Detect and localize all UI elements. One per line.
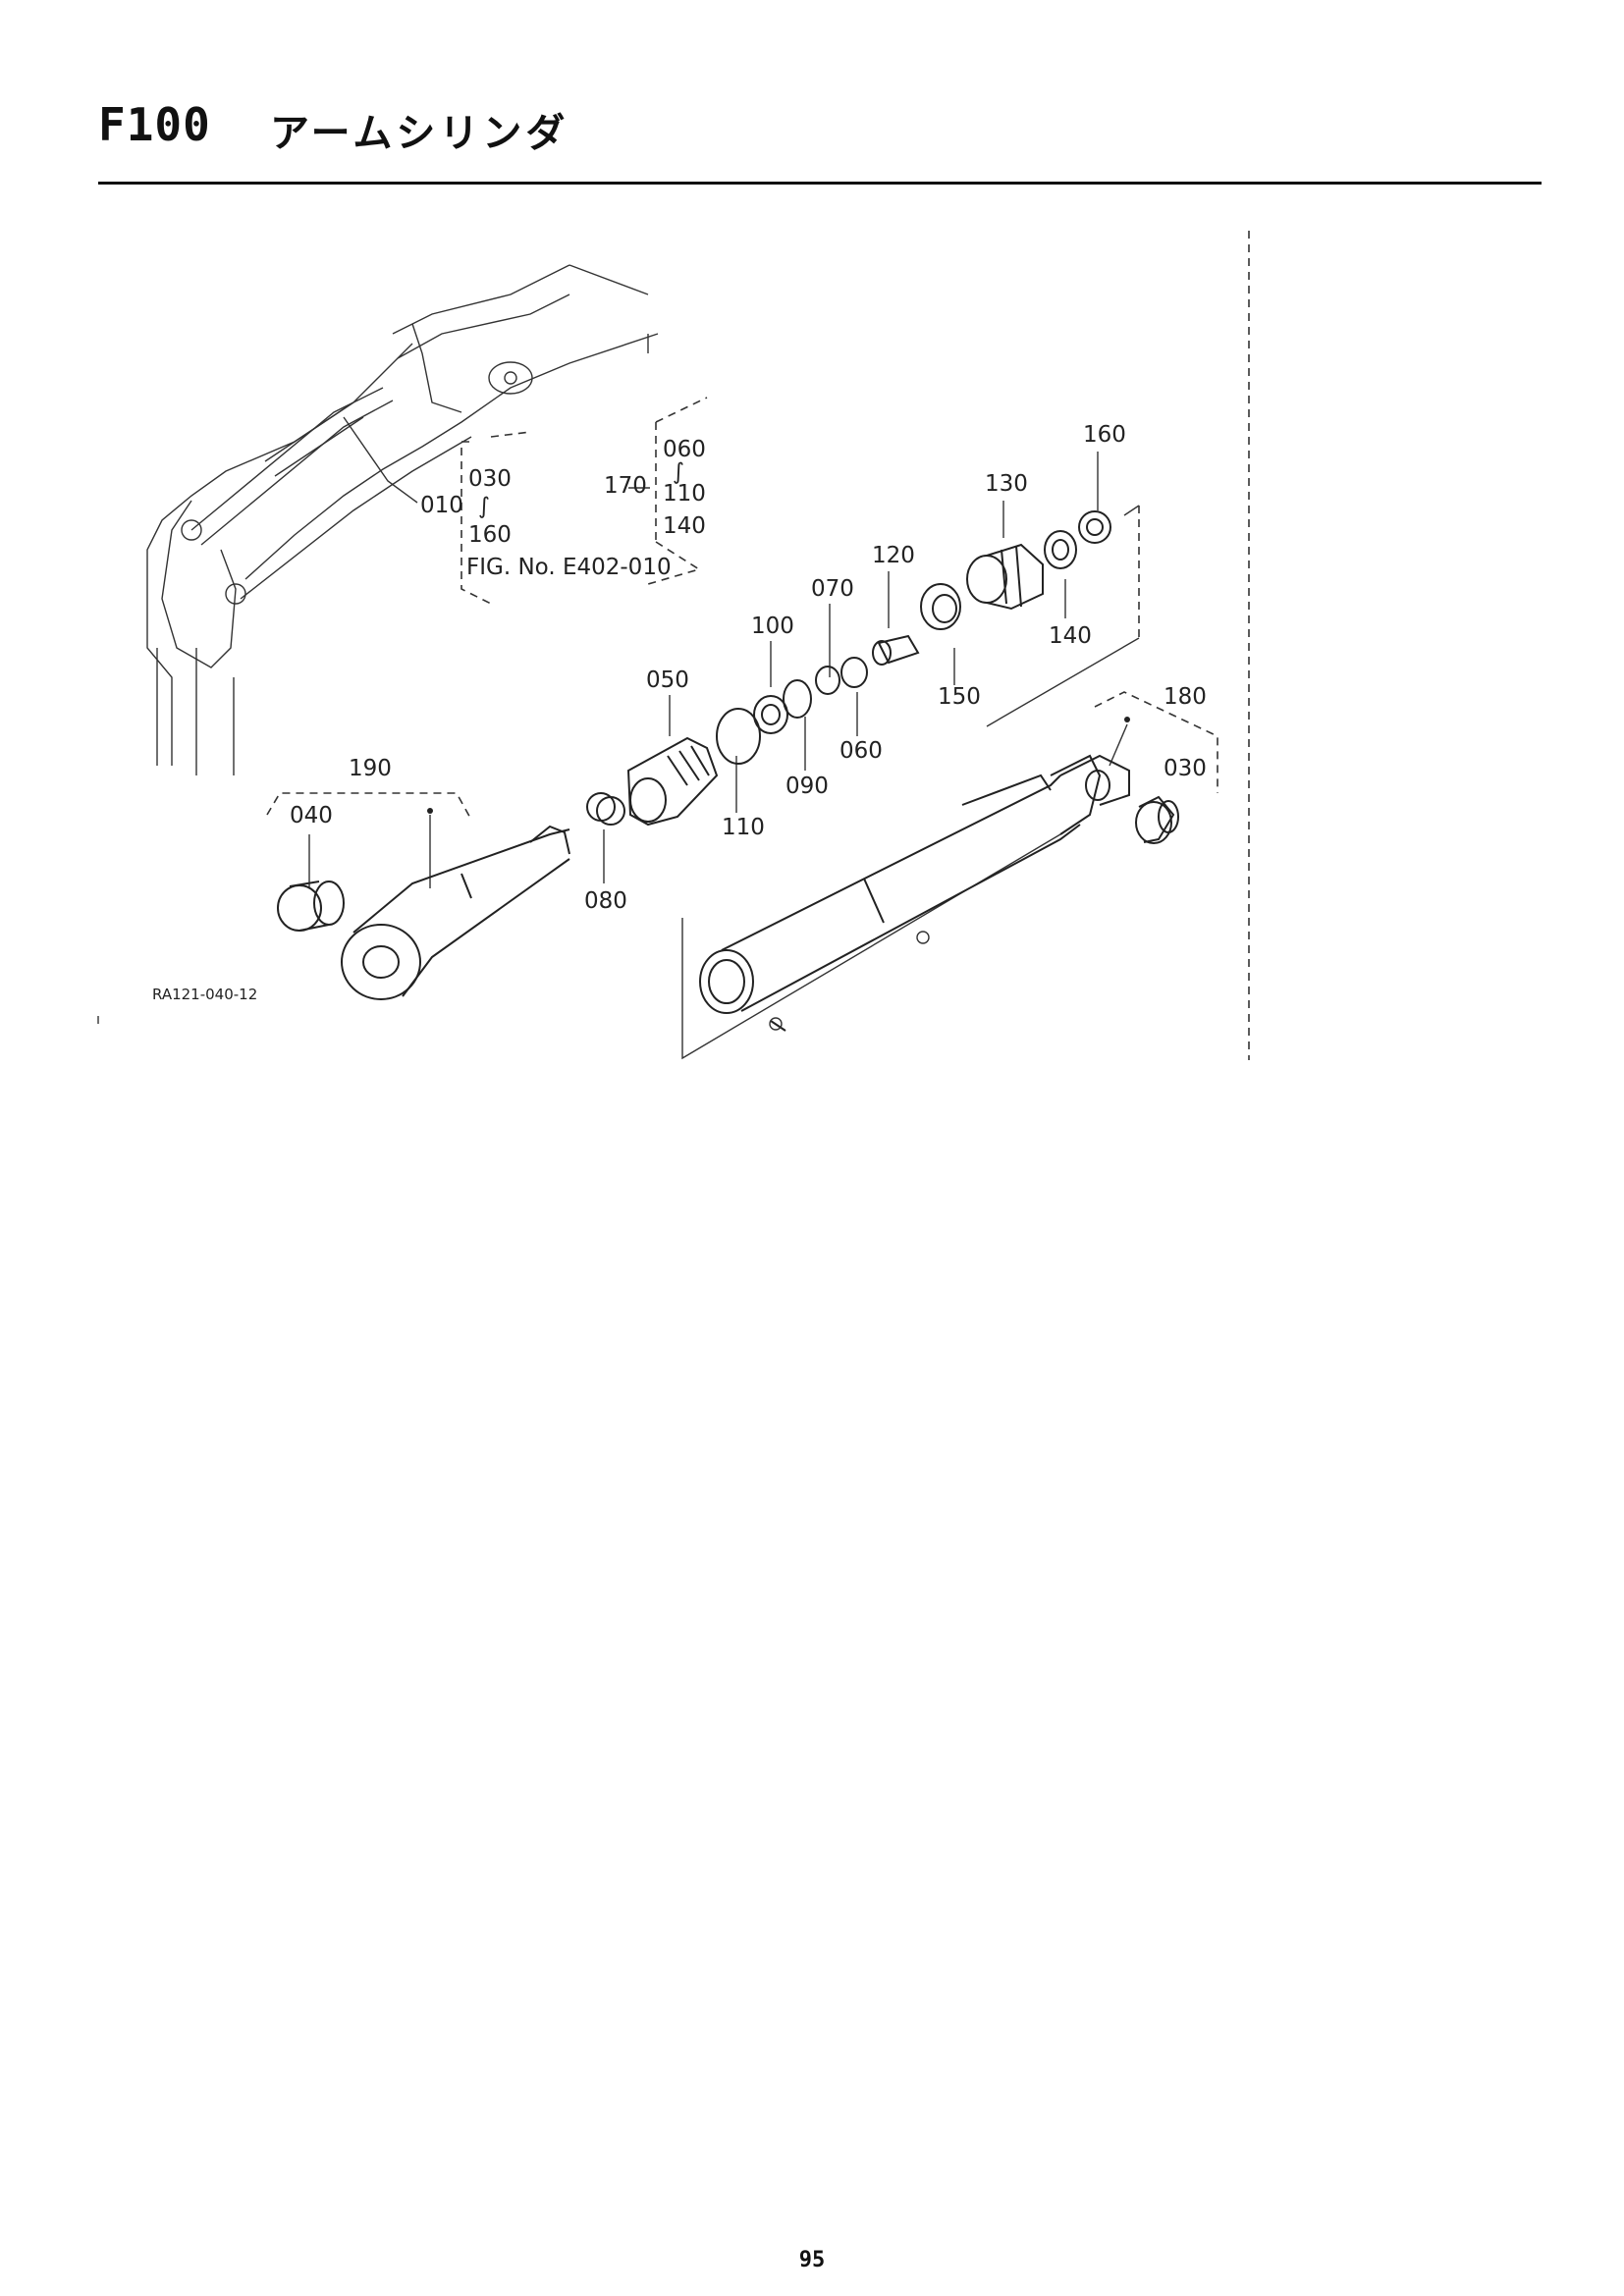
label-180: 180 — [1164, 684, 1207, 710]
label-170: 170 — [604, 473, 647, 499]
label-160: 160 — [1083, 422, 1126, 448]
ring-150 — [920, 583, 961, 630]
ring-100 — [753, 695, 788, 734]
label-140: 140 — [1049, 623, 1092, 649]
label-030: 030 — [1164, 756, 1207, 781]
label-160: 160 — [468, 522, 512, 548]
sleeve-120 — [872, 634, 920, 666]
page-header: F100 アームシリンダ — [98, 93, 1542, 184]
label-060: 060 — [839, 738, 883, 764]
bracket-030-160 — [460, 441, 492, 605]
bracket-060-140 — [647, 397, 708, 585]
gland-130 — [966, 543, 1044, 611]
ring-070 — [815, 666, 840, 695]
leader-010 — [343, 416, 418, 504]
label-050: 050 — [646, 667, 689, 693]
bracket-180 — [1094, 691, 1218, 793]
excavator-arm-illustration — [146, 264, 659, 775]
label-110: 110 — [722, 815, 765, 840]
label-090: 090 — [785, 774, 829, 799]
label-010: 010 — [420, 493, 463, 518]
leader-lines — [308, 452, 1099, 888]
nut-080 — [586, 792, 625, 826]
exploded-parts-diagram: 010 030 ∫ 160 FIG. No. E402-010 170 060 … — [97, 231, 1250, 1060]
tilde-symbol: ∫ — [673, 459, 684, 485]
section-title: アームシリンダ — [270, 111, 569, 156]
piston-050 — [626, 736, 719, 827]
label-030: 030 — [468, 466, 512, 492]
tilde-symbol: ∫ — [478, 494, 490, 519]
drawing-code: RA121-040-12 — [152, 986, 257, 1003]
o-ring-090 — [783, 679, 812, 719]
label-150: 150 — [938, 684, 981, 710]
section-code: F100 — [98, 98, 211, 151]
nut-160 — [1078, 510, 1111, 544]
header-rule — [98, 182, 1542, 185]
label-fig-ref: FIG. No. E402-010 — [466, 555, 672, 580]
page-number: 95 — [798, 2248, 826, 2272]
piston-rod — [341, 825, 570, 1000]
label-130: 130 — [985, 471, 1028, 497]
label-060: 060 — [663, 437, 706, 462]
label-110: 110 — [663, 481, 706, 507]
bushing-030 — [1135, 795, 1179, 844]
seal-140 — [1044, 530, 1077, 569]
cylinder-tube-180 — [681, 754, 1130, 1060]
label-120: 120 — [872, 543, 915, 568]
ring-060 — [840, 657, 868, 688]
label-140: 140 — [663, 513, 706, 539]
label-190: 190 — [349, 756, 392, 781]
o-ring-110 — [716, 708, 761, 765]
label-070: 070 — [811, 576, 854, 602]
bushing-040 — [277, 881, 345, 932]
label-040: 040 — [290, 803, 333, 828]
bracket-190 — [266, 792, 472, 821]
label-080: 080 — [584, 888, 627, 914]
label-100: 100 — [751, 614, 794, 639]
